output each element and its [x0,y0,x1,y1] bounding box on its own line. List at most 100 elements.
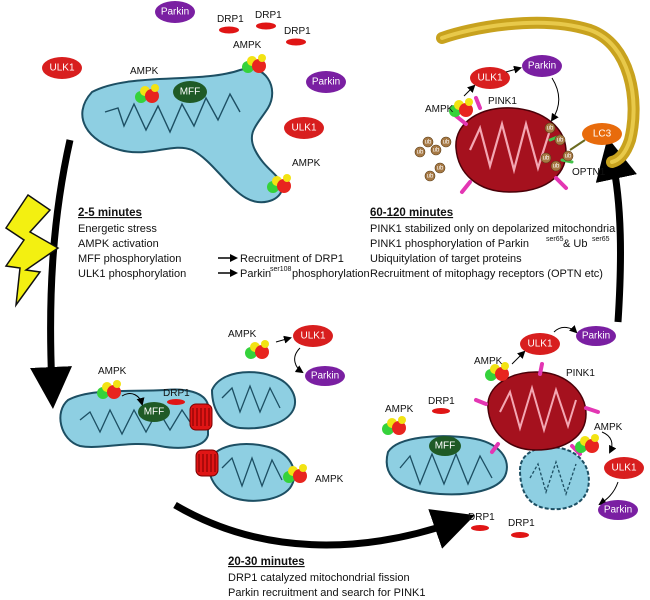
drp1-label-br-a: DRP1 [428,396,455,407]
drp1-protein-s1a [219,26,239,34]
parkin-label-s2: Parkin [311,371,339,382]
stage3-line-3: Ubiquitylation of target proteins [370,253,522,265]
drp1-label-s1c: DRP1 [284,26,311,37]
mff-protein [173,81,207,103]
pink1-protrusions-br [474,362,600,456]
parkin-protein-s1a [155,1,195,23]
ulk1-protein-s1b [284,117,324,139]
tr-arrow-ulk1 [463,84,476,97]
phagophore-highlight [440,20,636,164]
pink1-label-tr: PINK1 [488,96,517,107]
svg-text:ub: ub [417,150,424,156]
mff-label-s2: MFF [144,407,165,418]
cycle-arrow-right [595,137,637,323]
ampk-label-tr: AMPK [425,104,454,115]
stage1-line-5: ULK1 phosphorylation [78,268,186,280]
drp1-label-s1b: DRP1 [255,10,282,21]
ampk-label-br-a: AMPK [385,404,414,415]
mitochondrion-healthy-br [385,435,508,496]
drp1-protein-br-a [432,408,450,414]
drp1-protein-s1c [286,38,306,46]
stage3-line-2: PINK1 phosphorylation of Parkin [370,238,529,250]
stage2-line-2: Parkin recruitment and search for PINK1 [228,587,425,599]
svg-text:ub: ub [433,148,440,154]
lc3-protein [582,123,622,145]
parkin-protein-s1b [306,71,346,93]
mitochondrion-damaged-br [487,371,587,451]
cycle-arrow-left [30,139,74,409]
ulk1-protein-s2 [293,325,333,347]
stage3-time: 60-120 minutes [370,207,453,219]
stage1-line-1: Energetic stress [78,223,157,235]
mitochondrion-cristae [104,92,241,134]
parkin-label-s1a: Parkin [161,7,189,18]
stage3-line-1: PINK1 stabilized only on depolarized mit… [370,223,616,235]
parkin-protein-s2 [305,366,345,386]
depolarized-br-cristae [529,459,577,497]
svg-text:ub: ub [547,126,554,132]
healthy-br-cristae [399,452,493,486]
stage2-time: 20-30 minutes [228,556,305,568]
ubiquitin-chain-right: ub ub ub ub ub [540,122,574,172]
svg-text:ub: ub [553,164,560,170]
optn1-linker [569,139,586,151]
drp1-protein-s2a [167,399,185,405]
ulk1-label-tr: ULK1 [477,73,502,84]
pink1-label-br: PINK1 [566,368,595,379]
stage2-line-1: DRP1 catalyzed mitochondrial fission [228,572,410,584]
mff-label-br: MFF [435,441,456,452]
drp1-label-s1a: DRP1 [217,14,244,25]
ampk-label-br-c: AMPK [594,422,623,433]
ulk1-label-br-a: ULK1 [527,339,552,350]
svg-text:ub: ub [557,138,564,144]
stage3-line-2b: & Ub [563,238,587,250]
svg-text:ub: ub [443,140,450,146]
stage1-line-7: phosphorylation [292,268,370,280]
ulk1-protein-tr [470,67,510,89]
mff-protein-s2 [138,402,170,422]
drp1-ring-lower-stripes [198,454,216,472]
cycle-arrow-bottom [173,501,475,549]
mitochondrion-depolarized-br [518,446,590,511]
svg-text:ub: ub [543,156,550,162]
lc3-label: LC3 [593,129,612,140]
parkin-protein-br-a [576,326,616,346]
svg-text:ub: ub [425,140,432,146]
mitochondrion-fission-bottom [208,443,296,502]
drp1-label-br-b: DRP1 [468,512,495,523]
damaged-br-cristae [499,384,577,434]
ulk1-label-s1b: ULK1 [291,123,316,134]
ulk1-label-s2: ULK1 [300,331,325,342]
parkin-label-tr: Parkin [528,61,556,72]
stage1-line-3: MFF phosphorylation [78,253,181,265]
ampk-label-s1c: AMPK [292,158,321,169]
ampk-label-s1b: AMPK [233,40,262,51]
stage1-line-2: AMPK activation [78,238,159,250]
ulk1-protein-br-a [520,333,560,355]
br-arrow-parkin-b [598,481,619,506]
lightning-bolt-icon [4,193,60,308]
tr-arrow-parkin [505,65,522,74]
fission-top-cristae [221,384,281,414]
stage1-superscript: ser108 [270,266,292,273]
pink1-protrusions-tr [454,96,568,194]
ulk1-label-br-b: ULK1 [611,463,636,474]
ampk-label-s2b: AMPK [228,329,257,340]
parkin-label-s1b: Parkin [312,77,340,88]
mff-protein-br [429,436,461,456]
br-arrow-ulk1-b [601,431,617,454]
ulk1-protein-br-b [604,457,644,479]
s2-arrow-ulk1 [275,335,292,344]
mitochondrion-fission-top [210,371,297,430]
drp1-label-s2a: DRP1 [163,388,190,399]
stage1-line-6: Parkin [240,268,271,280]
ampk-label-s2c: AMPK [315,474,344,485]
stage3-line-4: Recruitment of mitophagy receptors (OPTN… [370,268,603,280]
fission-bottom-cristae [221,456,283,488]
optn1-label: OPTN1 [572,167,606,178]
damaged-tr-cristae [468,119,552,175]
br-arrow-ulk1-a [511,350,526,365]
parkin-protein-tr [522,55,562,77]
